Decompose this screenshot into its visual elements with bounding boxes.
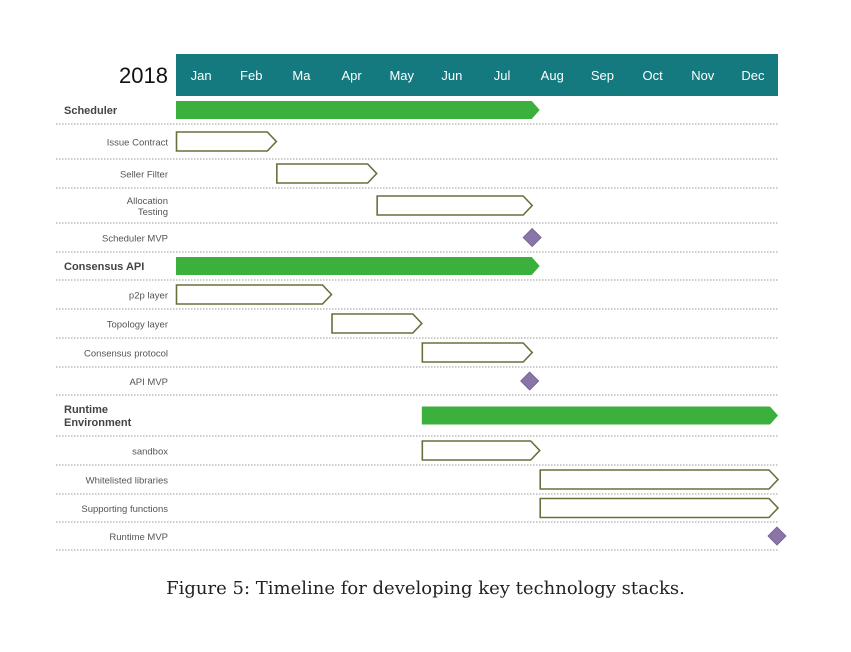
group-bar <box>176 257 540 275</box>
task-label: Issue Contract <box>107 138 169 149</box>
task-label: p2p layer <box>129 291 168 302</box>
month-label: Jun <box>441 68 462 83</box>
group-label: Consensus API <box>64 261 144 273</box>
task-label: Whitelisted libraries <box>86 476 169 487</box>
month-label: Apr <box>341 68 362 83</box>
month-label: Ma <box>292 68 311 83</box>
milestone-diamond <box>520 371 540 391</box>
month-label: Jan <box>191 68 212 83</box>
month-label: Sep <box>591 68 614 83</box>
task-label: Supporting functions <box>81 504 168 515</box>
month-label: Dec <box>741 68 765 83</box>
task-bar <box>331 313 423 334</box>
task-bar <box>539 469 780 490</box>
month-label: Jul <box>494 68 511 83</box>
gantt-chart: 2018 Jan Feb Ma Apr May Jun Jul Aug Sep Oct Nov DecS… <box>56 54 787 551</box>
milestone-label: Scheduler MVP <box>102 234 168 245</box>
group-label: Scheduler <box>64 105 118 117</box>
milestone-label: API MVP <box>129 377 168 388</box>
group-bar <box>176 101 540 119</box>
month-header-band <box>176 54 778 96</box>
month-label: May <box>389 68 414 83</box>
milestone-diamond <box>767 526 787 546</box>
month-label: Nov <box>691 68 715 83</box>
month-label: Oct <box>642 68 663 83</box>
task-bar <box>175 131 278 152</box>
task-label: Consensus protocol <box>84 349 168 360</box>
task-bar <box>276 163 378 184</box>
figure-caption: Figure 5: Timeline for developing key te… <box>166 578 685 599</box>
task-bar <box>421 440 541 461</box>
task-bar <box>175 284 333 305</box>
year-label: 2018 <box>119 63 168 88</box>
task-label: Topology layer <box>107 320 168 331</box>
task-bar <box>421 342 534 363</box>
task-label: Seller Filter <box>120 170 168 181</box>
task-bar <box>376 195 534 216</box>
month-label: Feb <box>240 68 262 83</box>
month-label: Aug <box>541 68 564 83</box>
task-label: sandbox <box>132 447 168 458</box>
group-bar <box>421 406 778 425</box>
milestone-diamond <box>522 227 542 248</box>
task-bar <box>539 497 780 519</box>
milestone-label: Runtime MVP <box>109 532 168 543</box>
